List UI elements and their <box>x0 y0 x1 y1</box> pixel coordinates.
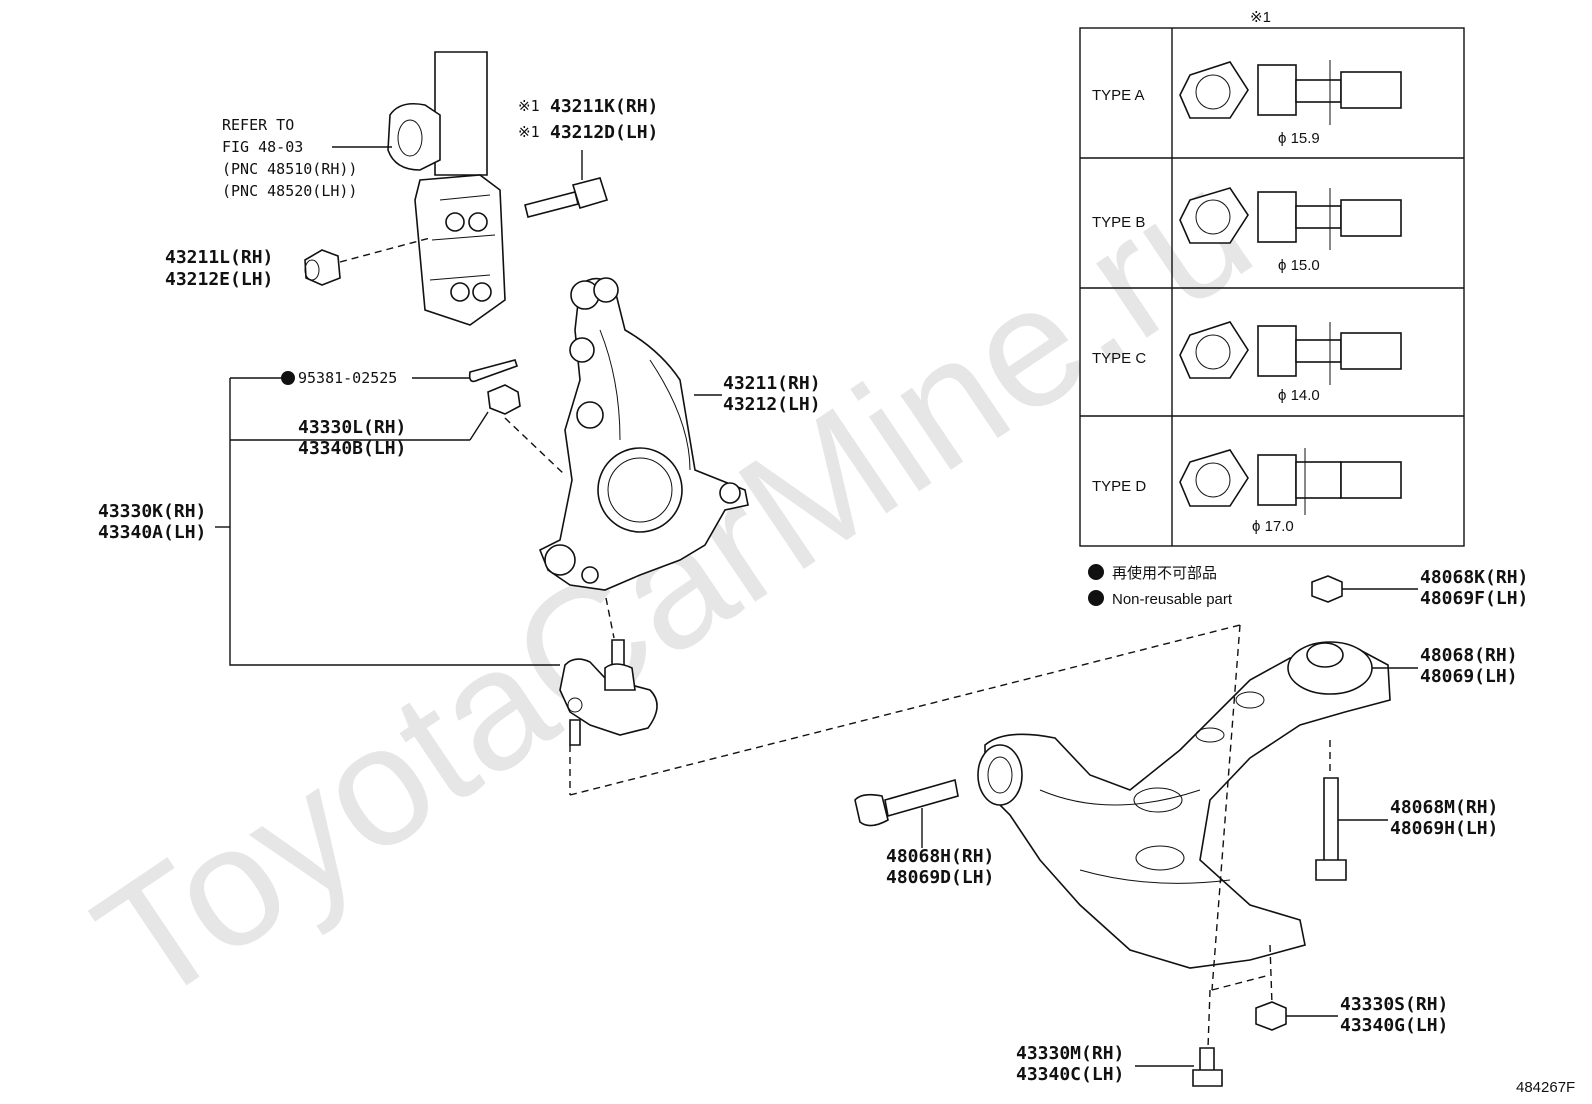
label-ball-joint-lh[interactable]: 43340A(LH) <box>98 522 206 543</box>
type-row-a: TYPE A ϕ 15.9 <box>1092 60 1402 147</box>
label-castle-nut-lh[interactable]: 43340B(LH) <box>298 438 406 459</box>
strut-illustration <box>387 51 506 326</box>
label-bolt-rh[interactable]: 43211K(RH) <box>550 96 658 117</box>
type-label: TYPE B <box>1092 214 1145 231</box>
label-arm-rh[interactable]: 48068(RH) <box>1420 645 1518 666</box>
label-castle-nut-rh[interactable]: 43330L(RH) <box>298 417 406 438</box>
type-diameter: ϕ 17.0 <box>1252 518 1294 535</box>
refer-line-4: (PNC 48520(LH)) <box>222 182 357 200</box>
cotter-pin[interactable] <box>468 359 519 383</box>
refer-line-3: (PNC 48510(RH)) <box>222 160 357 178</box>
type-diameter: ϕ 15.0 <box>1278 257 1320 274</box>
castle-nut[interactable] <box>487 384 521 415</box>
label-bj-bolt-lh[interactable]: 43340C(LH) <box>1016 1064 1124 1085</box>
arm-nut[interactable] <box>1311 575 1343 603</box>
legend-dot-jp <box>1088 564 1104 580</box>
label-cotter-pin[interactable]: 95381-02525 <box>298 369 397 387</box>
bolt-mark-1: ※1 <box>518 97 540 115</box>
type-diameter: ϕ 14.0 <box>1278 387 1320 404</box>
front-bolt[interactable] <box>854 778 959 827</box>
strut-bolt[interactable] <box>524 177 609 218</box>
label-front-bolt-rh[interactable]: 48068H(RH) <box>886 846 994 867</box>
label-bj-nut-rh[interactable]: 43330S(RH) <box>1340 994 1448 1015</box>
non-reusable-dot-1 <box>281 371 295 385</box>
bolt-mark-2: ※1 <box>518 123 540 141</box>
label-arm-nut-rh[interactable]: 48068K(RH) <box>1420 567 1528 588</box>
label-front-bolt-lh[interactable]: 48069D(LH) <box>886 867 994 888</box>
type-diameter: ϕ 15.9 <box>1278 130 1320 147</box>
label-bj-nut-lh[interactable]: 43340G(LH) <box>1340 1015 1448 1036</box>
label-bolt-lh[interactable]: 43212D(LH) <box>550 122 658 143</box>
lower-arm[interactable] <box>977 641 1391 969</box>
label-arm-nut-lh[interactable]: 48069F(LH) <box>1420 588 1528 609</box>
legend-en: Non-reusable part <box>1112 591 1233 608</box>
label-rear-bolt-lh[interactable]: 48069H(LH) <box>1390 818 1498 839</box>
refer-line-1: REFER TO <box>222 116 294 134</box>
label-bj-bolt-rh[interactable]: 43330M(RH) <box>1016 1043 1124 1064</box>
label-ball-joint-rh[interactable]: 43330K(RH) <box>98 501 206 522</box>
label-knuckle-lh[interactable]: 43212(LH) <box>723 394 821 415</box>
label-knuckle-rh[interactable]: 43211(RH) <box>723 373 821 394</box>
types-table: ※1 TYPE A ϕ 15.9 TYPE B ϕ 15.0 <box>1079 9 1465 547</box>
ball-joint-nut[interactable] <box>1255 1001 1287 1031</box>
type-row-c: TYPE C ϕ 14.0 <box>1092 321 1402 404</box>
ball-joint[interactable] <box>559 639 658 746</box>
rear-bolt[interactable] <box>1315 777 1347 881</box>
steering-knuckle[interactable] <box>538 277 749 591</box>
label-arm-lh[interactable]: 48069(LH) <box>1420 666 1518 687</box>
table-header: ※1 <box>1250 9 1271 26</box>
type-row-d: TYPE D ϕ 17.0 <box>1092 448 1402 535</box>
label-nut-lh[interactable]: 43212E(LH) <box>165 269 273 290</box>
legend-jp: 再使用不可部品 <box>1112 565 1217 582</box>
strut-nut[interactable] <box>304 249 341 286</box>
figure-number: 484267F <box>1516 1079 1575 1096</box>
ball-joint-bolt[interactable] <box>1192 1047 1223 1087</box>
label-rear-bolt-rh[interactable]: 48068M(RH) <box>1390 797 1498 818</box>
type-row-b: TYPE B ϕ 15.0 <box>1092 187 1402 274</box>
type-label: TYPE A <box>1092 87 1145 104</box>
type-label: TYPE C <box>1092 350 1146 367</box>
type-label: TYPE D <box>1092 478 1146 495</box>
refer-line-2: FIG 48-03 <box>222 138 303 156</box>
legend-dot-en <box>1088 590 1104 606</box>
label-nut-rh[interactable]: 43211L(RH) <box>165 247 273 268</box>
